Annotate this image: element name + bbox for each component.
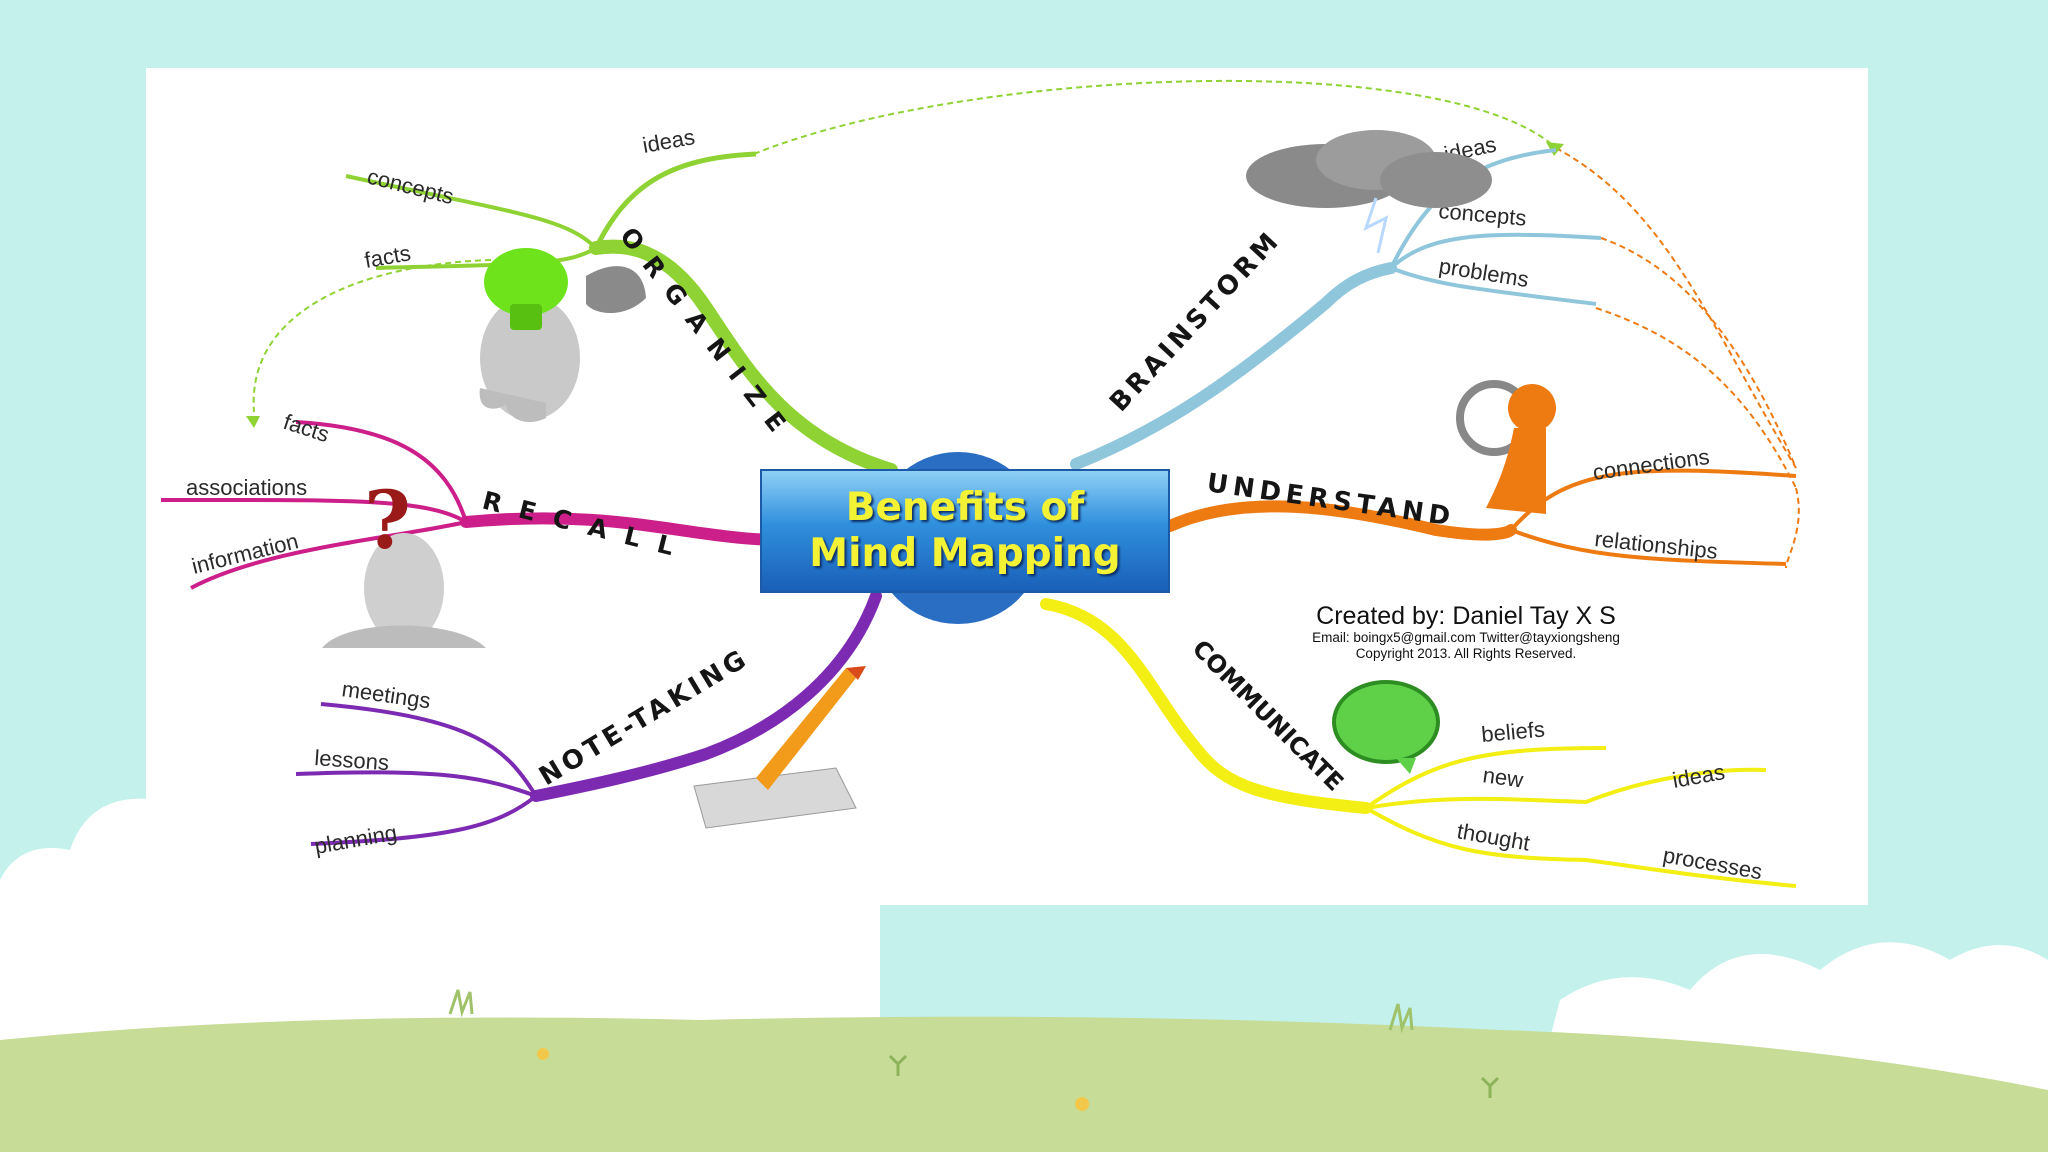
created-by-text: Created by: Daniel Tay X S bbox=[1316, 602, 1616, 630]
organize-item-ideas: ideas bbox=[641, 124, 697, 158]
magnifier-figure-illustration bbox=[1456, 380, 1556, 514]
author-credit: Created by: Daniel Tay X S Email: boingx… bbox=[1266, 602, 1666, 662]
communicate-branch bbox=[1040, 598, 1372, 814]
flower-2 bbox=[1075, 1097, 1089, 1111]
organize-twig-concepts bbox=[345, 174, 598, 250]
organize-label: ORGANIZE bbox=[614, 222, 801, 449]
communicate-item-new: new bbox=[1481, 762, 1525, 792]
central-title-box: Benefits of Mind Mapping bbox=[760, 469, 1170, 593]
recall-twig-facts bbox=[295, 420, 468, 523]
grass-tuft-1 bbox=[448, 989, 474, 1018]
central-title-line-1: Benefits of bbox=[845, 485, 1085, 530]
recall-twig-information bbox=[190, 520, 467, 590]
organize-branch bbox=[589, 239, 898, 477]
mind-map-diagram: ORGANIZE RECALL NOTE-TAKING BRAINSTORM U… bbox=[160, 79, 1800, 888]
sprout-1 bbox=[888, 1054, 908, 1076]
note-twig-planning bbox=[310, 794, 538, 846]
organize-item-concepts: concepts bbox=[365, 164, 456, 210]
brainstorm-label: BRAINSTORM bbox=[1104, 225, 1287, 418]
note-taking-branch bbox=[530, 590, 882, 802]
mind-map-panel: ORGANIZE RECALL NOTE-TAKING BRAINSTORM U… bbox=[146, 68, 1868, 905]
recall-twig-associations bbox=[160, 497, 468, 524]
speech-bubble-illustration bbox=[1332, 680, 1440, 774]
note-item-planning: planning bbox=[313, 820, 399, 859]
brainstorm-branch bbox=[1070, 262, 1397, 470]
recall-item-information: information bbox=[189, 528, 301, 579]
communicate-item-ideas: ideas bbox=[1671, 759, 1727, 793]
copyright-text: Copyright 2013. All Rights Reserved. bbox=[1355, 646, 1577, 661]
link-understand-loops bbox=[1555, 147, 1800, 569]
understand-label: UNDERSTAND bbox=[1205, 468, 1457, 533]
brainstorm-twig-problems bbox=[1390, 266, 1597, 306]
organize-twig-ideas bbox=[593, 151, 757, 250]
contact-text: Email: boingx5@gmail.com Twitter@tayxion… bbox=[1312, 630, 1620, 645]
communicate-twig-beliefs bbox=[1364, 746, 1607, 810]
svg-text:?: ? bbox=[364, 473, 411, 567]
flower-1 bbox=[537, 1048, 549, 1060]
communicate-twig-new bbox=[1365, 767, 1767, 810]
note-twig-meetings bbox=[320, 702, 538, 798]
note-twig-lessons bbox=[295, 770, 537, 798]
pencil-checklist-illustration bbox=[693, 666, 866, 829]
recall-branch bbox=[460, 512, 782, 546]
note-item-lessons: lessons bbox=[314, 745, 390, 775]
understand-twig-connections bbox=[1509, 468, 1797, 532]
communicate-twig-thought bbox=[1365, 806, 1797, 888]
link-facts-to-facts bbox=[252, 259, 492, 413]
understand-twig-relationships bbox=[1510, 528, 1787, 566]
arrowhead-facts bbox=[246, 416, 260, 428]
grass-tuft-2 bbox=[1388, 1003, 1414, 1034]
understand-branch bbox=[1164, 500, 1517, 541]
recall-item-associations: associations bbox=[186, 475, 307, 500]
understand-item-connections: connections bbox=[1591, 444, 1711, 485]
link-ideas-to-ideas bbox=[753, 79, 1557, 155]
brainstorm-twig-concepts bbox=[1389, 232, 1602, 270]
storm-cloud-illustration bbox=[1246, 130, 1492, 254]
lightbulb-head-illustration bbox=[479, 248, 646, 423]
recall-item-facts: facts bbox=[280, 409, 332, 447]
sprout-2 bbox=[1480, 1076, 1500, 1098]
central-title-line-2: Mind Mapping bbox=[809, 531, 1121, 576]
grass-hill bbox=[0, 1016, 2048, 1152]
question-head-illustration: ? bbox=[322, 473, 486, 648]
communicate-item-beliefs: beliefs bbox=[1480, 717, 1546, 747]
